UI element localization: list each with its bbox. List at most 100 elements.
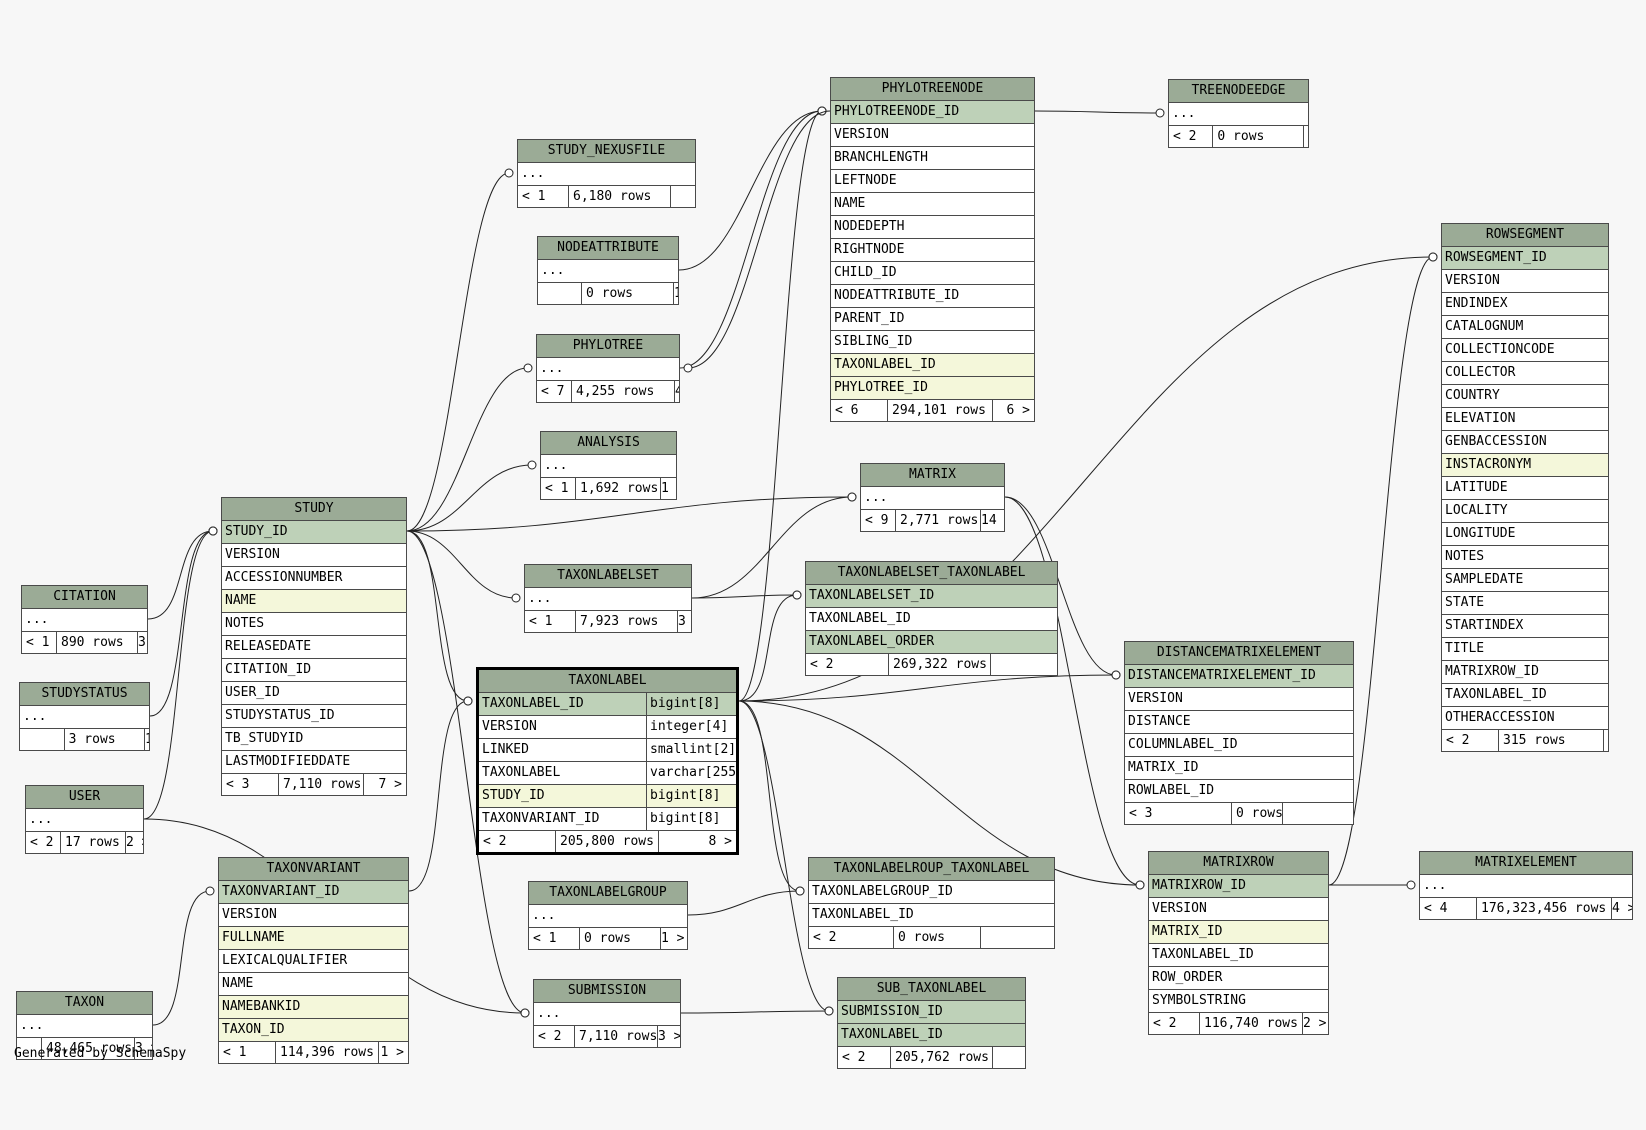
child-count[interactable] — [981, 927, 1054, 948]
parent-count[interactable]: < 2 — [534, 1026, 575, 1047]
column-name: ... — [540, 361, 564, 376]
table-title[interactable]: ANALYSIS — [541, 432, 676, 455]
table-title[interactable]: CITATION — [22, 586, 147, 609]
parent-count[interactable]: < 7 — [537, 381, 572, 402]
child-count[interactable] — [1604, 730, 1608, 751]
child-count[interactable] — [1283, 803, 1353, 824]
table-title[interactable]: MATRIXELEMENT — [1420, 852, 1632, 875]
table-title[interactable]: TAXONLABELSET — [525, 565, 691, 588]
child-count[interactable]: 1 > — [661, 931, 685, 946]
parent-count[interactable]: < 1 — [541, 478, 576, 499]
child-count[interactable]: 1 > — [145, 732, 149, 747]
parent-count[interactable] — [17, 1038, 42, 1059]
parent-count[interactable]: < 6 — [831, 400, 888, 421]
table-title[interactable]: SUBMISSION — [534, 980, 680, 1003]
parent-count[interactable]: < 4 — [1420, 898, 1477, 919]
child-count[interactable] — [1304, 126, 1308, 147]
child-count[interactable]: 1 > — [674, 286, 678, 301]
table-title[interactable]: DISTANCEMATRIXELEMENT — [1125, 642, 1353, 665]
child-count[interactable]: 3 > — [135, 1041, 152, 1056]
table-title[interactable]: TAXONLABELROUP_TAXONLABEL — [809, 858, 1054, 881]
parent-count[interactable]: < 2 — [1149, 1013, 1200, 1034]
table-title[interactable]: SUB_TAXONLABEL — [838, 978, 1025, 1001]
parent-count[interactable]: < 2 — [838, 1047, 891, 1068]
table-title[interactable]: TAXONLABELGROUP — [529, 882, 687, 905]
table-title[interactable]: PHYLOTREE — [537, 335, 679, 358]
parent-count[interactable]: < 1 — [22, 632, 57, 653]
table-title[interactable]: TAXONLABELSET_TAXONLABEL — [806, 562, 1057, 585]
parent-count[interactable] — [538, 283, 583, 304]
table-title[interactable]: STUDY — [222, 498, 406, 521]
column-name: ... — [29, 812, 53, 827]
parent-count[interactable]: < 1 — [219, 1042, 276, 1063]
parent-count[interactable]: < 1 — [529, 928, 580, 949]
column-name: STUDYSTATUS_ID — [225, 708, 335, 723]
table-title[interactable]: TAXONLABEL — [479, 670, 736, 693]
table-title[interactable]: TREENODEEDGE — [1169, 80, 1308, 103]
child-count[interactable] — [671, 186, 695, 207]
parent-count[interactable] — [20, 729, 65, 750]
child-count[interactable]: 3 > — [658, 1029, 680, 1044]
table-title[interactable]: STUDY_NEXUSFILE — [518, 140, 695, 163]
parent-count[interactable]: < 2 — [806, 654, 889, 675]
column-genbaccession: GENBACCESSION — [1442, 431, 1608, 454]
child-count[interactable]: 14 > — [981, 513, 1004, 528]
table-title[interactable]: TAXON — [17, 992, 152, 1015]
parent-count[interactable]: < 9 — [861, 510, 896, 531]
child-count[interactable]: 7 > — [378, 777, 402, 792]
child-count[interactable]: 1 > — [380, 1045, 404, 1060]
table-title[interactable]: USER — [26, 786, 143, 809]
table-title[interactable]: TAXONVARIANT — [219, 858, 408, 881]
child-count[interactable] — [993, 1047, 1025, 1068]
child-count[interactable]: 3 > — [138, 635, 147, 650]
parent-count[interactable]: < 2 — [1169, 126, 1214, 147]
parent-count[interactable]: < 1 — [518, 186, 569, 207]
child-count[interactable]: 2 > — [126, 835, 143, 850]
parent-count[interactable]: < 2 — [1442, 730, 1499, 751]
table-title[interactable]: MATRIXROW — [1149, 852, 1328, 875]
table-title[interactable]: NODEATTRIBUTE — [538, 237, 678, 260]
parent-count[interactable]: < 3 — [1125, 803, 1232, 824]
child-count[interactable]: 1 > — [661, 481, 676, 496]
table-title[interactable]: MATRIX — [861, 464, 1004, 487]
parent-count[interactable]: < 1 — [525, 611, 576, 632]
table-title[interactable]: ROWSEGMENT — [1442, 224, 1608, 247]
child-count[interactable]: 4 > — [1612, 901, 1632, 916]
parent-count[interactable]: < 2 — [479, 831, 556, 852]
parent-count[interactable]: < 2 — [26, 832, 61, 853]
child-count[interactable]: 4 > — [675, 384, 679, 399]
child-count[interactable]: 2 > — [1303, 1016, 1327, 1031]
child-count[interactable] — [991, 654, 1057, 675]
parent-count[interactable]: < 2 — [809, 927, 894, 948]
table-title[interactable]: STUDYSTATUS — [20, 683, 149, 706]
child-count[interactable]: 6 > — [1006, 403, 1030, 418]
child-count[interactable]: 3 > — [678, 614, 691, 629]
parent-count[interactable]: < 3 — [222, 774, 279, 795]
table-title[interactable]: PHYLOTREENODE — [831, 78, 1034, 101]
child-count[interactable]: 8 > — [708, 834, 732, 849]
